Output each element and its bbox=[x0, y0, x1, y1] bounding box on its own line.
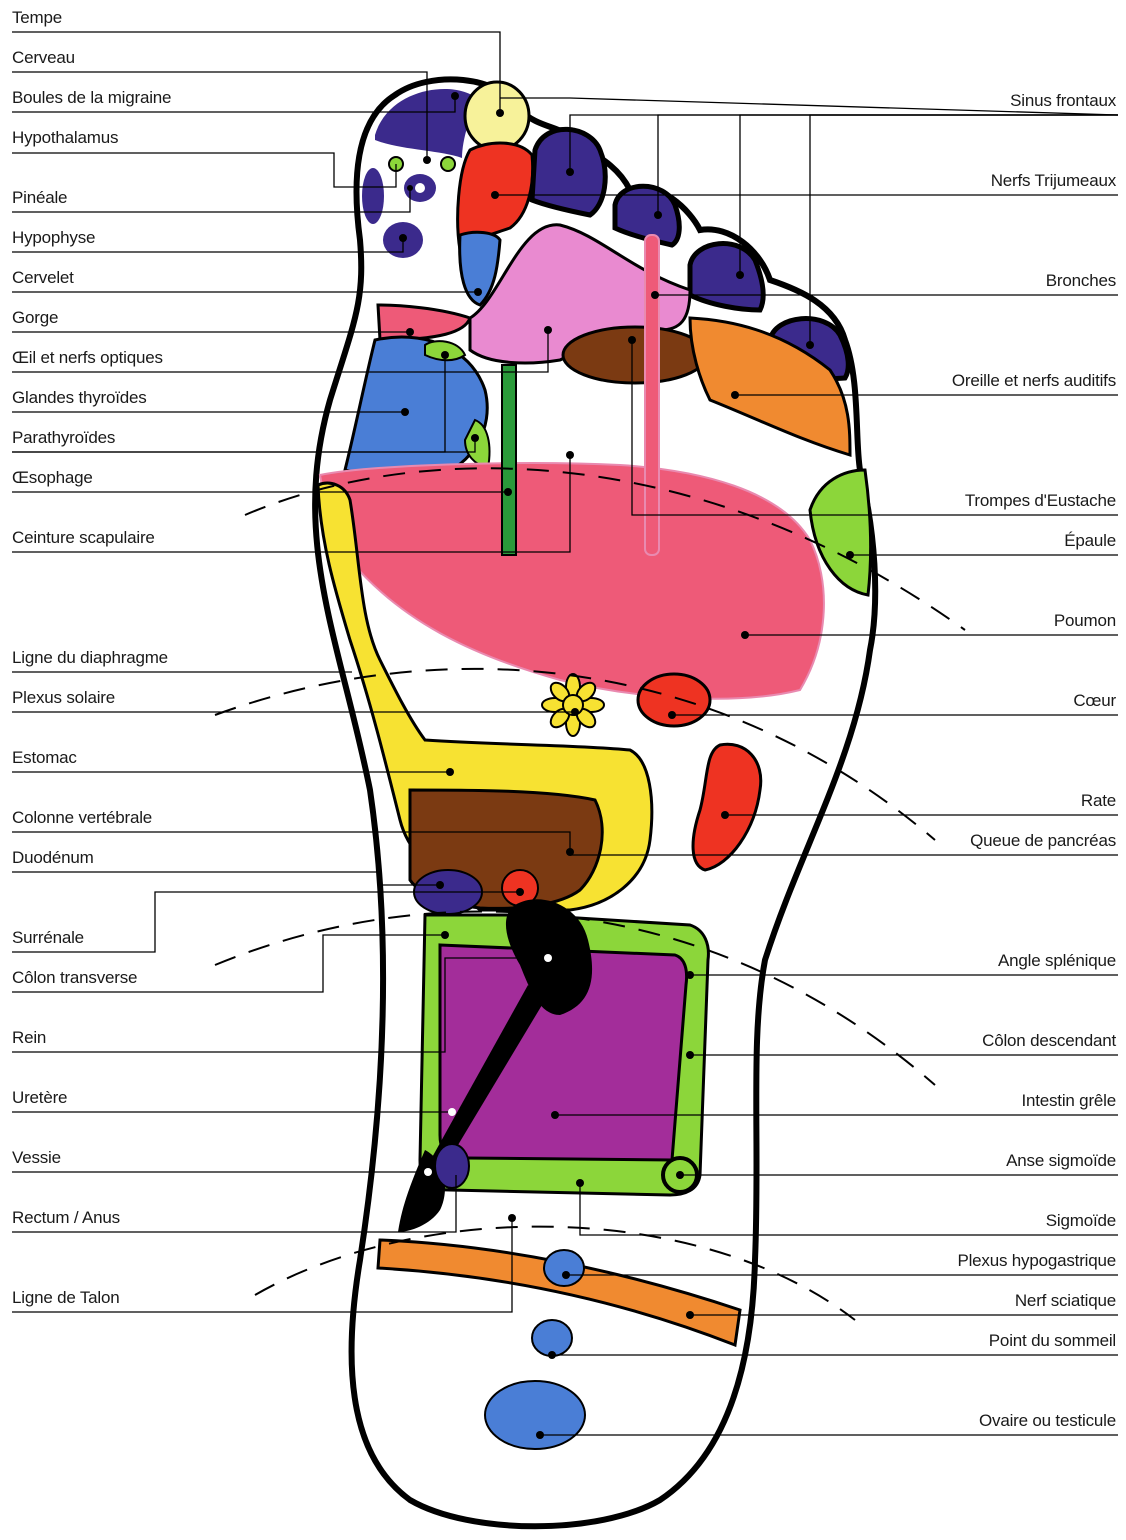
zone-plexus-hypogastrique bbox=[544, 1250, 584, 1286]
label-diaphragme: Ligne du diaphragme bbox=[12, 648, 168, 668]
label-thyroides: Glandes thyroïdes bbox=[12, 388, 147, 408]
zone-oesophage bbox=[502, 365, 516, 555]
label-cerveau: Cerveau bbox=[12, 48, 75, 68]
label-boules-migraine: Boules de la migraine bbox=[12, 88, 171, 108]
label-pineale: Pinéale bbox=[12, 188, 67, 208]
label-uretere: Uretère bbox=[12, 1088, 67, 1108]
label-colon-descendant: Côlon descendant bbox=[982, 1031, 1116, 1051]
label-tempe: Tempe bbox=[12, 8, 62, 28]
label-talon: Ligne de Talon bbox=[12, 1288, 119, 1308]
label-rate: Rate bbox=[1081, 791, 1116, 811]
hypothalamus-inner bbox=[415, 183, 425, 193]
label-rectum: Rectum / Anus bbox=[12, 1208, 120, 1228]
label-vessie: Vessie bbox=[12, 1148, 61, 1168]
label-anse: Anse sigmoïde bbox=[1006, 1151, 1116, 1171]
label-oreille: Oreille et nerfs auditifs bbox=[952, 371, 1116, 391]
boule-migraine-2 bbox=[441, 157, 455, 171]
label-coeur: Cœur bbox=[1073, 691, 1116, 711]
label-rein: Rein bbox=[12, 1028, 46, 1048]
label-oesophage: Œsophage bbox=[12, 468, 93, 488]
label-sommeil: Point du sommeil bbox=[989, 1331, 1116, 1351]
zone-trompes-eustache bbox=[645, 235, 659, 555]
label-duodenum: Duodénum bbox=[12, 848, 94, 868]
label-gorge: Gorge bbox=[12, 308, 58, 328]
label-epaule: Épaule bbox=[1064, 531, 1116, 551]
zone-vessie bbox=[435, 1144, 469, 1188]
label-intestin: Intestin grêle bbox=[1021, 1091, 1116, 1111]
zone-pineale bbox=[362, 168, 384, 224]
label-hypothalamus: Hypothalamus bbox=[12, 128, 118, 148]
label-trijumeaux: Nerfs Trijumeaux bbox=[991, 171, 1116, 191]
zone-ovaire bbox=[485, 1381, 585, 1449]
label-colon-transverse: Côlon transverse bbox=[12, 968, 137, 988]
label-estomac: Estomac bbox=[12, 748, 77, 768]
label-hypophyse: Hypophyse bbox=[12, 228, 95, 248]
label-sciatique: Nerf sciatique bbox=[1015, 1291, 1116, 1311]
toe-4 bbox=[690, 244, 763, 310]
label-sinus: Sinus frontaux bbox=[1010, 91, 1116, 111]
label-poumon: Poumon bbox=[1054, 611, 1116, 631]
label-angle-splenique: Angle splénique bbox=[998, 951, 1116, 971]
label-eustache: Trompes d'Eustache bbox=[965, 491, 1116, 511]
label-cervelet: Cervelet bbox=[12, 268, 74, 288]
label-sigmoide: Sigmoïde bbox=[1046, 1211, 1116, 1231]
label-pancreas: Queue de pancréas bbox=[970, 831, 1116, 851]
zone-point-sommeil bbox=[532, 1320, 572, 1356]
label-parathyroides: Parathyroïdes bbox=[12, 428, 115, 448]
label-hypogastrique: Plexus hypogastrique bbox=[957, 1251, 1116, 1271]
zone-brown-trompes bbox=[563, 327, 707, 383]
label-plexus-solaire: Plexus solaire bbox=[12, 688, 115, 708]
label-bronches: Bronches bbox=[1046, 271, 1116, 291]
label-ovaire: Ovaire ou testicule bbox=[979, 1411, 1116, 1431]
label-surrenale: Surrénale bbox=[12, 928, 84, 948]
label-oeil: Œil et nerfs optiques bbox=[12, 348, 163, 368]
label-ceinture: Ceinture scapulaire bbox=[12, 528, 155, 548]
zone-tempe bbox=[465, 82, 529, 150]
label-colonne: Colonne vertébrale bbox=[12, 808, 152, 828]
